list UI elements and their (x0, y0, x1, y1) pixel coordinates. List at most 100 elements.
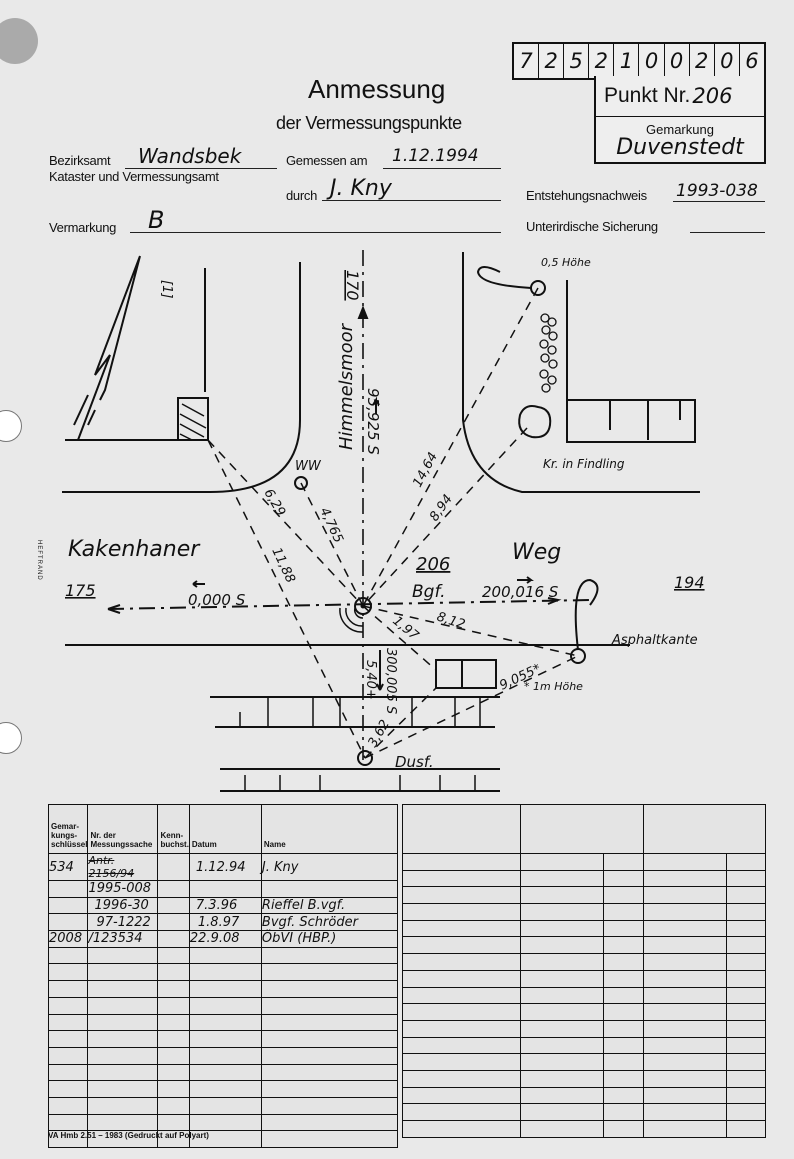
cell (603, 936, 644, 955)
measure-4765: 4,765 (316, 505, 345, 545)
table-row-empty (402, 1019, 766, 1038)
table-row-empty (402, 886, 766, 905)
cell (520, 853, 604, 871)
cell (643, 1086, 727, 1105)
cell (47, 913, 89, 932)
cell (157, 1096, 190, 1115)
table-row-empty (402, 903, 766, 921)
table-row-empty (402, 936, 766, 955)
point-206-icon (354, 597, 372, 615)
cell (726, 869, 766, 888)
cell (643, 986, 727, 1005)
measure-894: 8,94 (427, 492, 456, 524)
cell (603, 1003, 644, 1021)
cell (157, 1113, 190, 1132)
cell (402, 1120, 521, 1138)
cell (260, 1130, 399, 1148)
cell (188, 880, 262, 898)
dist-bottom: 300,005 S (383, 648, 398, 714)
cell (402, 869, 521, 888)
gemessen-value[interactable]: 1.12.1994 (392, 146, 479, 166)
entstehung-value[interactable]: 1993-038 (676, 181, 758, 201)
cell (157, 1130, 190, 1148)
cell (260, 963, 399, 982)
cell: 1996-30 (87, 896, 159, 915)
point-left-label: 175 (65, 581, 96, 600)
measure-540: 5,40+ (363, 660, 378, 700)
cell (87, 1096, 159, 1115)
cell (520, 903, 604, 921)
gemarkung-value: Duvenstedt (616, 135, 744, 160)
baseline (107, 599, 591, 610)
cell (726, 1069, 766, 1088)
dist-right: 200,016 S (482, 583, 559, 601)
punch-hole (0, 18, 38, 64)
cell (520, 969, 604, 988)
north-arrow-icon (73, 255, 141, 441)
cell (188, 1096, 262, 1115)
cell (260, 1046, 399, 1065)
id-digit: 0 (715, 44, 740, 78)
cell: ÖbVI (HBP.) (260, 930, 399, 948)
asphalt-label: Asphaltkante (611, 633, 698, 648)
bezirksamt-value[interactable]: Wandsbek (138, 144, 242, 168)
cell (603, 869, 644, 888)
table-row-empty (47, 946, 399, 965)
header-blank (520, 804, 644, 854)
cell (402, 936, 521, 955)
table-row-empty (402, 1120, 766, 1138)
cell (726, 969, 766, 988)
cell: 2008 (47, 930, 89, 948)
table-row-empty (47, 1096, 399, 1115)
cell (87, 1013, 159, 1032)
measure-1188: 11,88 (268, 545, 297, 585)
cell (520, 1003, 604, 1021)
measure-812: 8,12 (435, 610, 467, 633)
cell: 22.9.08 (188, 930, 262, 948)
cell (643, 1019, 727, 1038)
hoehe-top-label: 0,5 Höhe (541, 256, 591, 269)
cell (402, 986, 521, 1005)
point-right-label: 194 (674, 573, 705, 592)
bezirksamt-label: Bezirksamt (49, 153, 111, 168)
cell (726, 1036, 766, 1055)
cell (726, 1003, 766, 1021)
cell: 1995-008 (87, 880, 159, 898)
cell (87, 946, 159, 965)
cell (402, 969, 521, 988)
cell: /123534 (87, 930, 159, 948)
cell (260, 1096, 399, 1115)
cell (47, 1063, 89, 1082)
cell (520, 886, 604, 905)
id-digit: 0 (639, 44, 665, 78)
ww-point-icon (294, 476, 308, 490)
cell (520, 869, 604, 888)
cell (188, 1063, 262, 1082)
hoehe-right-label: * 1m Höhe (524, 680, 583, 693)
cell (47, 980, 89, 998)
cell (157, 1030, 190, 1048)
cell (520, 1053, 604, 1071)
dusf-point-icon (357, 750, 373, 766)
id-number-box: 7 2 5 2 1 0 0 2 0 6 (512, 42, 766, 80)
cell (726, 903, 766, 921)
cell (47, 1096, 89, 1115)
cell (260, 880, 399, 898)
cell (520, 936, 604, 955)
table-row-empty (402, 869, 766, 888)
gemarkung-label: Gemarkung (646, 122, 714, 137)
form-footer: VA Hmb 2.51 – 1983 (Gedruckt auf Polyart… (48, 1131, 209, 1140)
cell (260, 980, 399, 998)
cell (643, 1036, 727, 1055)
cell (520, 986, 604, 1005)
cell (157, 1013, 190, 1032)
durch-signature[interactable]: J. Kny (330, 176, 392, 201)
page-subtitle: der Vermessungspunkte (276, 113, 462, 133)
cell (157, 963, 190, 982)
cell (188, 963, 262, 982)
cell (260, 946, 399, 965)
cell (603, 986, 644, 1005)
table-row-empty (402, 1103, 766, 1121)
header-datum: Datum (188, 804, 262, 854)
vermarkung-value[interactable]: B (148, 206, 165, 234)
